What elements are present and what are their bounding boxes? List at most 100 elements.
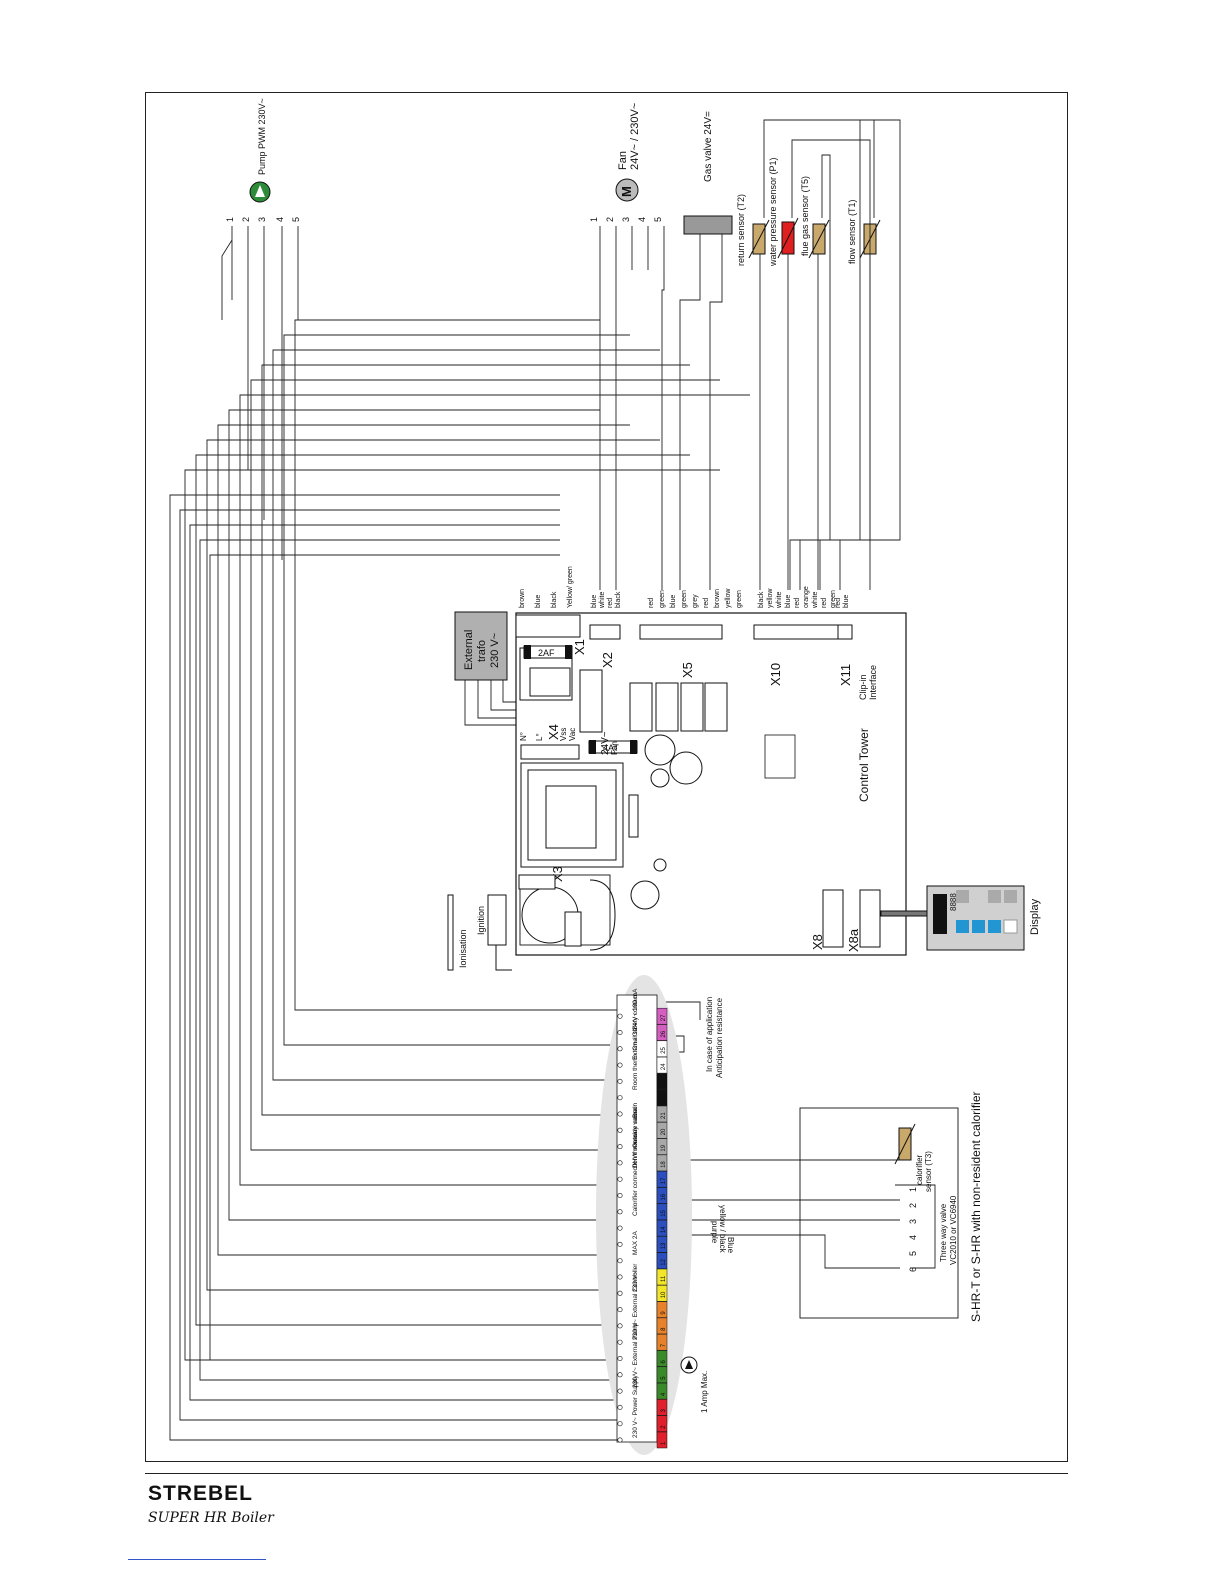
terminal-cell[interactable]	[656, 1203, 668, 1221]
display-button-2[interactable]	[972, 920, 985, 933]
ignition-label: Ignition	[476, 906, 486, 935]
wire-colour-label: blue	[591, 595, 598, 608]
terminal-cell[interactable]	[656, 1089, 668, 1106]
wire-colour-label: grey	[692, 594, 699, 608]
terminal-cell[interactable]	[656, 1415, 668, 1432]
terminal-cell[interactable]	[656, 1122, 668, 1139]
terminal-cell[interactable]	[656, 1366, 668, 1384]
terminal-cell[interactable]	[656, 1024, 668, 1041]
terminal-cell[interactable]	[656, 1105, 668, 1123]
terminal-number: 21	[661, 1112, 667, 1119]
wire-colour-label: green	[681, 590, 688, 608]
terminal-number: 8	[661, 1327, 667, 1331]
display-unit: 8888 Display	[880, 885, 1041, 951]
terminal-number: 24	[661, 1063, 667, 1070]
display-readout	[933, 894, 947, 934]
terminal-cell[interactable]	[656, 1317, 668, 1335]
terminal-group-label: 230 V~ External Pump	[632, 1322, 639, 1388]
terminal-number: 4	[661, 1392, 667, 1396]
fan-label-line2: 24V~ / 230V~	[629, 103, 641, 170]
wire-colour-label: red	[835, 598, 842, 608]
terminal-group-label: Room therm. On / Off	[632, 1028, 639, 1090]
display-button-1[interactable]	[956, 920, 969, 933]
terminal-cell[interactable]	[656, 1040, 668, 1058]
connector-labels: X1 X2 X3 X4 X5 X8 X8a X10 X11 Clip-in In…	[519, 639, 878, 952]
terminal-cell[interactable]	[656, 1170, 668, 1188]
terminal-number: 10	[661, 1291, 667, 1298]
wire-colour-label: blue	[843, 595, 850, 608]
terminal-cell[interactable]	[656, 1350, 668, 1367]
svg-text:230 V~: 230 V~	[489, 633, 501, 668]
wire-colour-label: white	[599, 592, 606, 609]
terminal-group-label: Calorifier connection three-way valve	[632, 1109, 639, 1216]
wire-colour-label: green	[659, 590, 666, 608]
terminal-cell[interactable]	[656, 1236, 668, 1253]
terminal-cell[interactable]	[656, 1138, 668, 1155]
fan-motor-icon	[615, 178, 639, 202]
terminal-number: 5	[661, 1376, 667, 1380]
terminal-number: 23	[661, 1079, 667, 1086]
terminal-cell[interactable]	[656, 1333, 668, 1351]
terminal-cell[interactable]	[656, 1431, 668, 1449]
control-tower-label: Control Tower	[857, 728, 871, 802]
terminal-group-label: 230 V~	[632, 1271, 639, 1292]
terminal-cell[interactable]	[656, 1399, 668, 1416]
terminal-cell[interactable]	[656, 1268, 668, 1286]
terminal-cell[interactable]	[656, 1187, 668, 1204]
wire-colour-label: black	[758, 591, 765, 608]
one-amp-label: 1 Amp Max.	[700, 1371, 709, 1413]
display-button-3[interactable]	[988, 920, 1001, 933]
external-trafo: External trafo 230 V~	[454, 611, 508, 681]
svg-text:5: 5	[291, 217, 301, 222]
wire-colour-label: red	[607, 598, 614, 608]
terminal-cell[interactable]	[656, 1285, 668, 1302]
anticipation-note: In case of application Anticipation resi…	[705, 997, 724, 1078]
terminal-cell[interactable]	[656, 1219, 668, 1237]
gas-valve-label: Gas valve 24V=	[703, 111, 714, 182]
svg-text:calorifier: calorifier	[915, 1154, 924, 1185]
terminal-cell[interactable]	[656, 1056, 668, 1074]
terminal-group-label: MAX 2A	[632, 1230, 639, 1255]
terminal-cell[interactable]	[656, 1007, 668, 1025]
svg-text:M: M	[619, 186, 634, 197]
svg-text:4: 4	[637, 217, 647, 222]
wiring	[169, 119, 936, 1441]
terminal-cell[interactable]	[656, 1154, 668, 1172]
wire-colour-label: green	[830, 590, 837, 608]
terminal-cell[interactable]	[656, 1252, 668, 1269]
return-sensor-label: return sensor (T2)	[736, 194, 746, 266]
wire-colour-label: brown	[519, 589, 526, 608]
wire-colour-label: red	[794, 598, 801, 608]
valve-pins: 1 2 3 4 5 6	[908, 1187, 918, 1272]
svg-text:N°: N°	[519, 732, 528, 741]
terminal-number: 3	[661, 1408, 667, 1412]
wire-colour-label: red	[821, 598, 828, 608]
wire-colour-label: blue	[670, 595, 677, 608]
terminal-number: 7	[661, 1343, 667, 1347]
wire-colour-label: blue	[785, 595, 792, 608]
terminal-cell[interactable]	[656, 1301, 668, 1318]
terminal-number: 19	[661, 1144, 667, 1151]
terminal-number: 20	[661, 1128, 667, 1135]
svg-text:External: External	[463, 630, 475, 670]
svg-text:1: 1	[589, 217, 599, 222]
svg-text:purple: purple	[710, 1221, 719, 1244]
fan-pins: 1 2 3 4 5	[589, 217, 663, 222]
x8-label: X8	[810, 934, 825, 950]
terminal-number: 15	[661, 1209, 667, 1216]
svg-text:24V~: 24V~	[600, 731, 611, 755]
sensors: return sensor (T2) water pressure sensor…	[736, 157, 881, 267]
svg-text:Blue: Blue	[726, 1237, 735, 1254]
terminal-number: 18	[661, 1161, 667, 1168]
wire-colour-label: yellow	[767, 588, 774, 608]
link-underline[interactable]	[128, 1559, 266, 1560]
connector-blocks	[515, 614, 881, 948]
flue-gas-sensor-label: flue gas sensor (T5)	[800, 176, 810, 256]
external-pump-symbol: 1 Amp Max.	[680, 1356, 709, 1413]
ionisation-label: Ionisation	[458, 929, 468, 968]
terminal-group-label: DHW sensor	[632, 1130, 639, 1168]
terminal-cell[interactable]	[656, 1073, 668, 1090]
terminal-cell[interactable]	[656, 1382, 668, 1400]
